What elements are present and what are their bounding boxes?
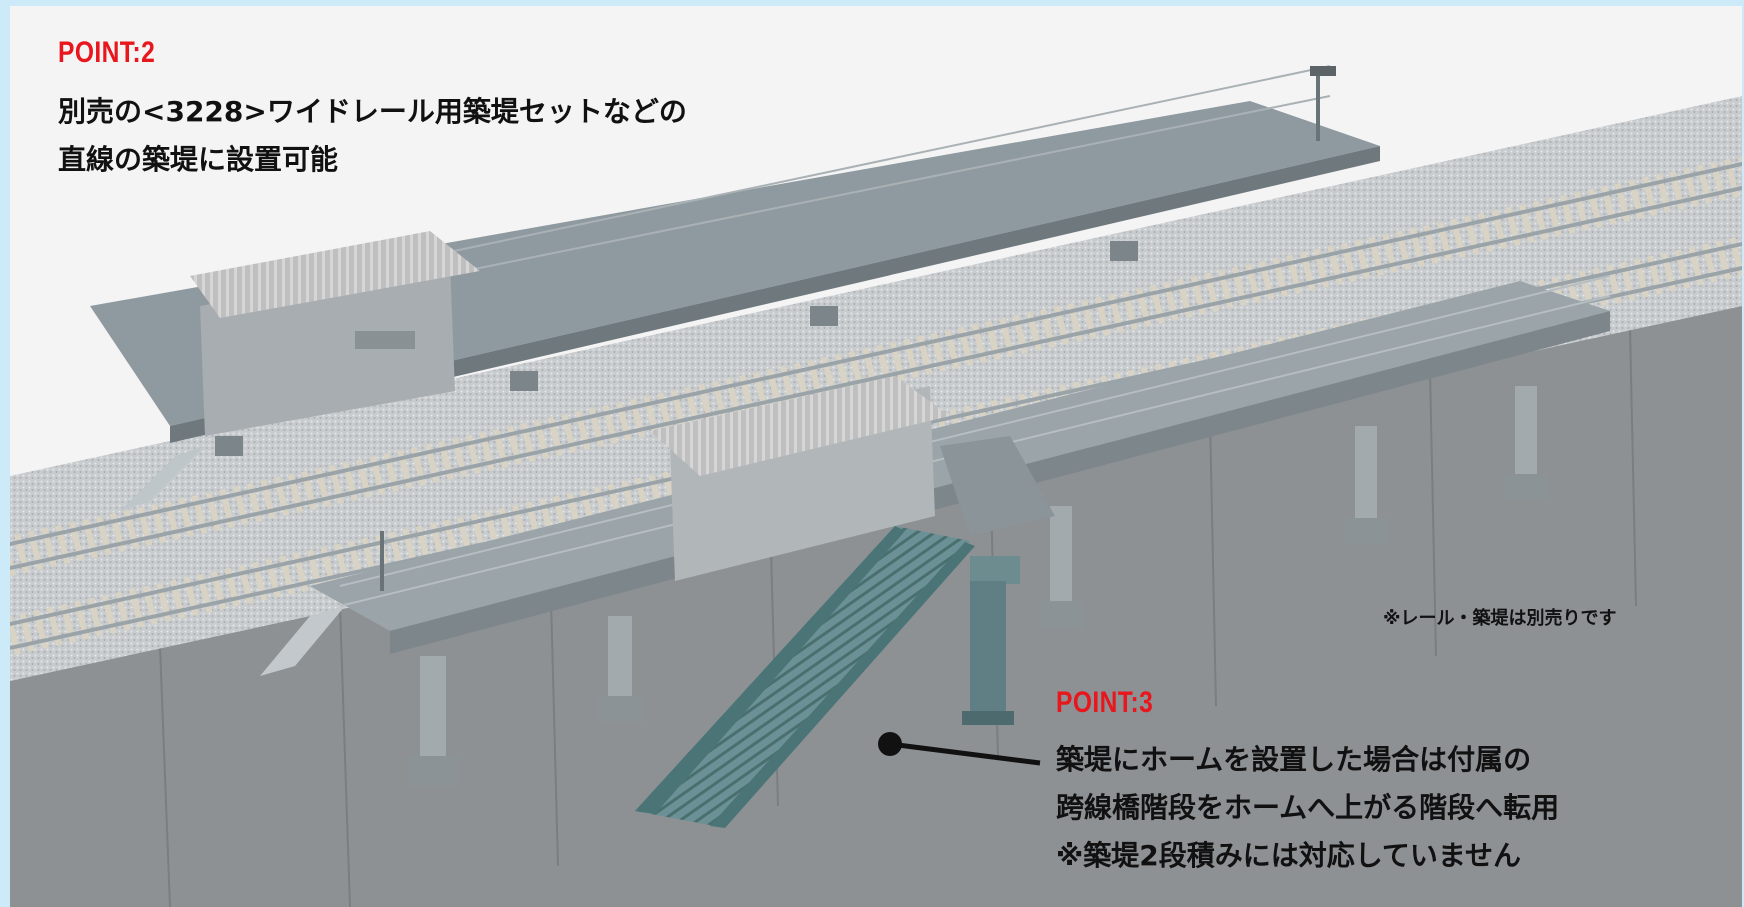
point3-line1: 築堤にホームを設置した場合は付属の [1056,743,1532,776]
sold-separately-note: ※レール・築堤は別売りです [1383,608,1617,629]
point3-line2: 跨線橋階段をホームへ上がる階段へ転用 [1056,791,1560,824]
track-far [10,156,1742,576]
footbridge-stairs [635,526,1014,828]
front-platform [260,275,1611,786]
diorama-photo [10,6,1742,907]
back-platform [90,65,1380,511]
point2-line1: 別売の<3228>ワイドレール用築堤セットなどの [58,95,687,128]
callout-pointer [878,732,1041,766]
point3-label: POINT:3 [1056,686,1154,719]
point2-line2: 直線の築堤に設置可能 [58,143,339,176]
point3-line3: ※築堤2段積みには対応していません [1056,839,1522,872]
point2-label: POINT:2 [58,36,156,69]
